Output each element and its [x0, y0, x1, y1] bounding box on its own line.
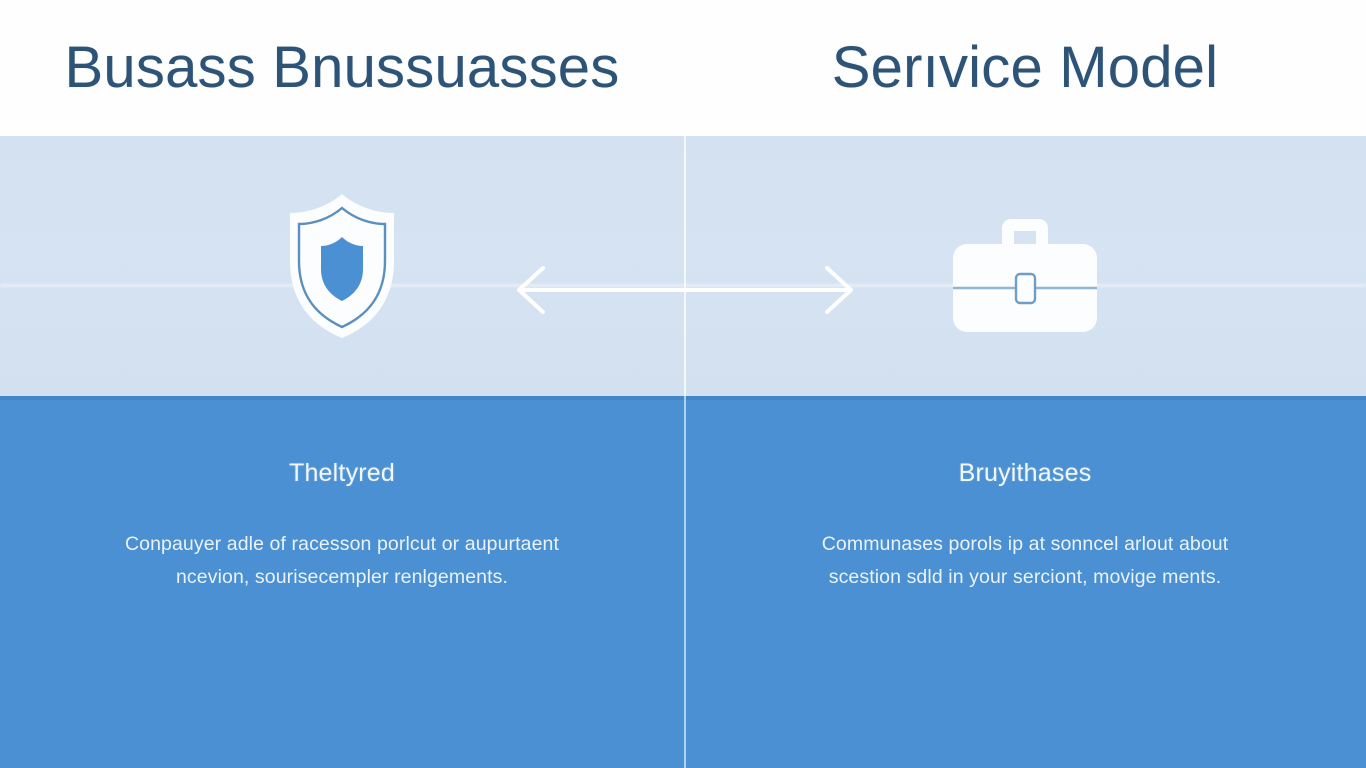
right-text-column: Bruyithases Communases porols ip at sonn…	[684, 396, 1366, 768]
content-band	[0, 396, 1366, 768]
right-body-text: Communases porols ip at sonncel arlout a…	[821, 532, 1229, 589]
icon-band	[0, 136, 1366, 396]
briefcase-icon	[950, 198, 1100, 334]
header-band: Busass Bnussuasses Serıvice Model	[0, 0, 1366, 136]
left-header-column: Busass Bnussuasses	[0, 0, 684, 136]
right-header-column: Serıvice Model	[684, 0, 1366, 136]
left-text-column: Theltyred Conpauyer adle of racesson por…	[0, 396, 684, 768]
vertical-divider-bottom	[684, 396, 686, 768]
left-panel-title: Busass Bnussuasses	[64, 35, 620, 100]
left-body-text: Conpauyer adle of racesson porlcut or au…	[124, 532, 560, 589]
content-band-top-shade	[0, 396, 1366, 400]
band-highlight-streak	[0, 284, 1366, 287]
right-panel-title: Serıvice Model	[831, 35, 1219, 100]
left-icon-slot	[0, 136, 684, 396]
vertical-divider-top	[684, 136, 686, 396]
left-subtitle: Theltyred	[288, 459, 395, 487]
shield-icon	[283, 191, 401, 341]
right-subtitle: Bruyithases	[958, 459, 1092, 487]
right-icon-slot	[684, 136, 1366, 396]
